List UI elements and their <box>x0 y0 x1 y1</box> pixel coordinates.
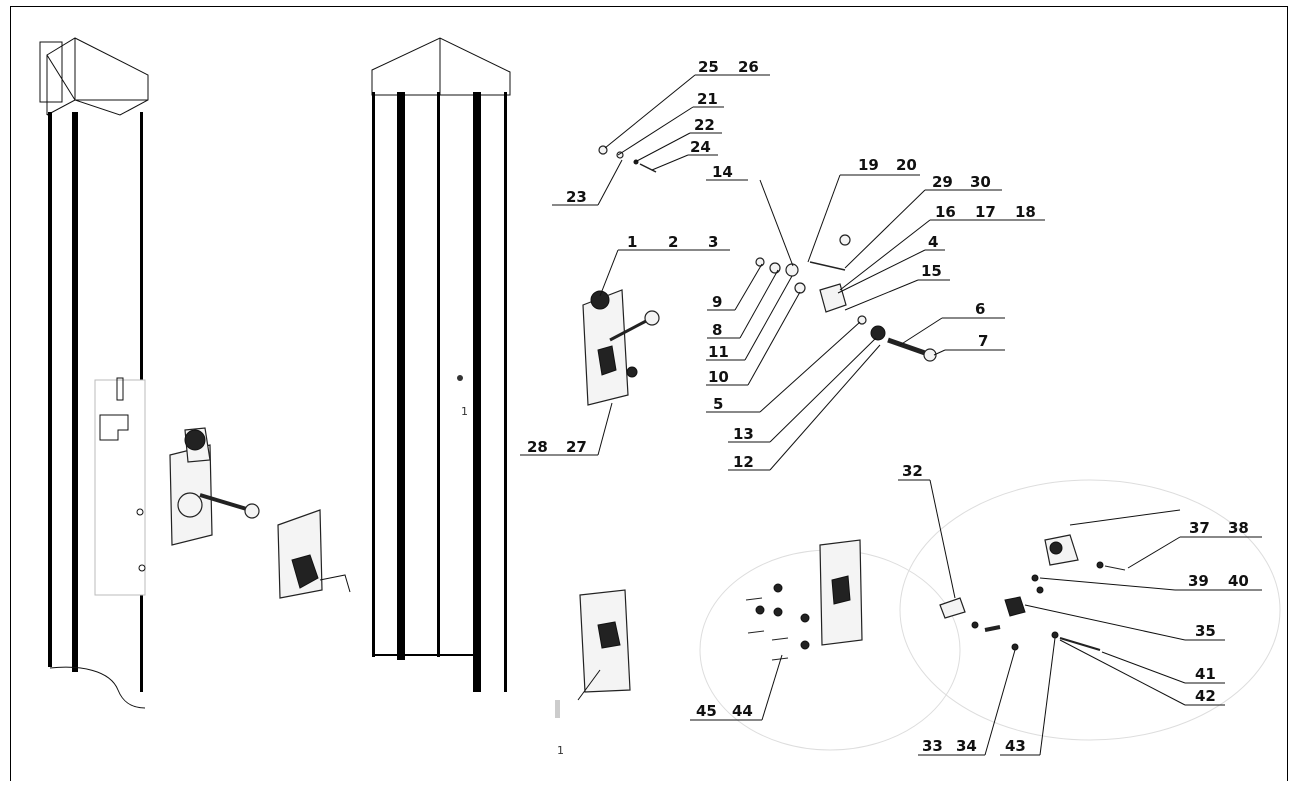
lower-plates: 1 <box>555 539 961 757</box>
handle-assembly <box>582 289 660 406</box>
callout-label: 28 <box>527 438 548 456</box>
callout-label: 20 <box>896 156 917 174</box>
callout-label: 18 <box>1015 203 1036 221</box>
callout-label: 39 <box>1188 572 1209 590</box>
callout-label: 19 <box>858 156 879 174</box>
callout-label: 33 <box>922 737 943 755</box>
callout-label: 27 <box>566 438 587 456</box>
callout-label: 35 <box>1195 622 1216 640</box>
drawing-frame <box>10 6 1288 781</box>
middle-column-post: 1 <box>371 37 511 692</box>
callout-label: 25 <box>698 58 719 76</box>
callout-label: 22 <box>694 116 715 134</box>
callout-label: 30 <box>970 173 991 191</box>
callout-label: 12 <box>733 453 754 471</box>
callout-label: 17 <box>975 203 996 221</box>
callout-label: 45 <box>696 702 717 720</box>
callout-label: 21 <box>697 90 718 108</box>
callout-labels: 25 26 21 22 24 23 19 20 14 29 30 16 17 1… <box>527 58 1249 755</box>
stray-mark: 1 <box>557 744 564 757</box>
callout-label: 41 <box>1195 665 1216 683</box>
callout-leaders <box>520 74 1262 756</box>
callout-label: 8 <box>712 321 722 339</box>
callout-label: 7 <box>978 332 988 350</box>
callout-label: 40 <box>1228 572 1249 590</box>
left-mechanism <box>169 427 351 599</box>
callout-label: 26 <box>738 58 759 76</box>
callout-label: 13 <box>733 425 754 443</box>
callout-label: 23 <box>566 188 587 206</box>
callout-label: 44 <box>732 702 753 720</box>
callout-label: 32 <box>902 462 923 480</box>
callout-label: 5 <box>713 395 723 413</box>
latch-assembly <box>899 479 1281 741</box>
small-parts <box>598 145 937 362</box>
callout-label: 24 <box>690 138 711 156</box>
callout-label: 1 <box>627 233 637 251</box>
left-column-post <box>39 37 149 709</box>
callout-label: 3 <box>708 233 718 251</box>
callout-label: 9 <box>712 293 722 311</box>
callout-label: 16 <box>935 203 956 221</box>
callout-label: 37 <box>1189 519 1210 537</box>
callout-label: 2 <box>668 233 678 251</box>
callout-label: 4 <box>928 233 938 251</box>
callout-label: 6 <box>975 300 985 318</box>
callout-label: 15 <box>921 262 942 280</box>
stray-mark: 1 <box>461 405 468 418</box>
callout-label: 34 <box>956 737 977 755</box>
callout-label: 38 <box>1228 519 1249 537</box>
callout-label: 43 <box>1005 737 1026 755</box>
callout-label: 42 <box>1195 687 1216 705</box>
callout-label: 29 <box>932 173 953 191</box>
callout-label: 11 <box>708 343 729 361</box>
callout-label: 10 <box>708 368 729 386</box>
callout-label: 14 <box>712 163 733 181</box>
